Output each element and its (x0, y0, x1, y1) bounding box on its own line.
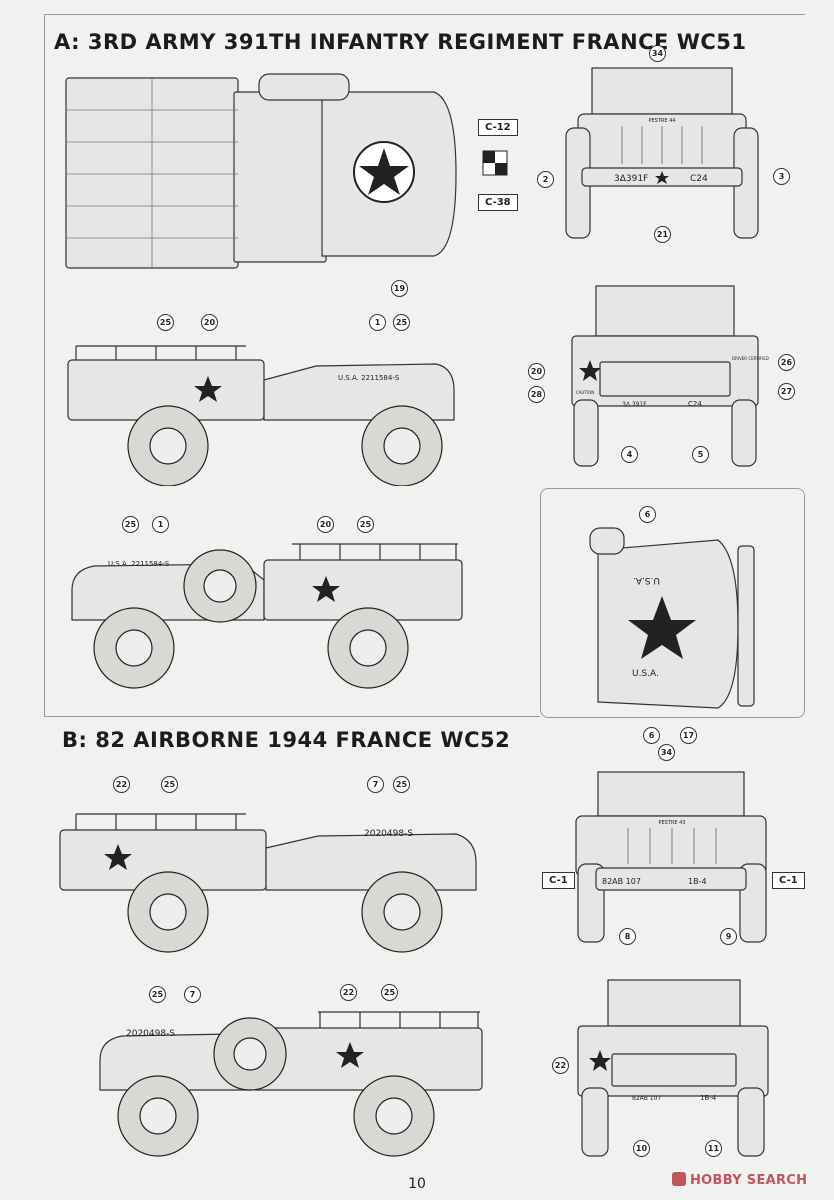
callout-5: 5 (692, 446, 709, 463)
callout-22: 22 (113, 776, 130, 793)
callout-25: 25 (393, 314, 410, 331)
scheme-a-rear-view: CAUTION DRIVER CERTIFIED 3Δ 391F C24 (571, 285, 769, 467)
scheme-a-left-side: U.S.A. 2211584-S (71, 543, 463, 689)
rear-a-bumper-left: 3Δ 391F (622, 401, 647, 408)
decal-tag-c38: C-38 (478, 194, 518, 211)
callout-10: 10 (633, 1140, 650, 1157)
callout-6: 6 (643, 727, 660, 744)
side-a-hood-text: U.S.A. 2211584-S (338, 374, 400, 382)
callout-25: 25 (157, 314, 174, 331)
front-a-grille-text: PESTRE 44 (649, 118, 676, 124)
callout-25: 25 (357, 516, 374, 533)
callout-11: 11 (705, 1140, 722, 1157)
scheme-a-frame (44, 14, 805, 717)
callout-26: 26 (778, 354, 795, 371)
callout-25: 25 (393, 776, 410, 793)
decal-tag-c1-right: C-1 (772, 872, 805, 889)
callout-25: 25 (161, 776, 178, 793)
callout-34: 34 (658, 744, 675, 761)
rear-a-panel-right: DRIVER CERTIFIED (732, 356, 769, 361)
scheme-b-frame (44, 716, 540, 717)
callout-2: 2 (537, 171, 554, 188)
page-number: 10 (408, 1176, 426, 1192)
hood-a-bottom-text: U.S.A. (632, 669, 659, 679)
watermark-logo-icon (672, 1172, 686, 1186)
callout-22: 22 (340, 984, 357, 1001)
decal-tag-c12: C-12 (478, 119, 518, 136)
scheme-b-rear-view: 82AB 107 1B-4 (577, 979, 769, 1157)
callout-21: 21 (654, 226, 671, 243)
callout-20: 20 (317, 516, 334, 533)
callout-28: 28 (528, 386, 545, 403)
decal-c12-insignia (482, 150, 508, 176)
front-b-grille-text: PESTRE 43 (659, 820, 686, 826)
scheme-a-heading: A: 3RD ARMY 391TH INFANTRY REGIMENT FRAN… (54, 30, 747, 54)
callout-25: 25 (381, 984, 398, 1001)
decal-tag-c1-left: C-1 (542, 872, 575, 889)
scheme-b-front-view: PESTRE 43 82AB 107 1B-4 (575, 771, 767, 943)
front-b-bumper-right: 1B-4 (688, 877, 707, 886)
callout-27: 27 (778, 383, 795, 400)
front-a-bumper-right: C24 (690, 174, 708, 184)
callout-7: 7 (367, 776, 384, 793)
callout-25: 25 (122, 516, 139, 533)
left-a-hood-text: U.S.A. 2211584-S (108, 560, 170, 568)
callout-22: 22 (552, 1057, 569, 1074)
scheme-b-right-side: 2020498-S (59, 813, 477, 953)
callout-4: 4 (621, 446, 638, 463)
callout-1: 1 (369, 314, 386, 331)
watermark: HOBBY SEARCH (672, 1172, 807, 1188)
callout-34: 34 (649, 45, 666, 62)
left-b-hood-text: 2020498-S (126, 1029, 175, 1039)
hood-a-top-text: U.S.A. (633, 575, 660, 585)
callout-9: 9 (720, 928, 737, 945)
rear-a-bumper-right: C24 (688, 400, 702, 408)
rear-b-bumper-right: 1B-4 (700, 1094, 717, 1102)
scheme-a-front-view: PESTRE 44 3Δ391F C24 (565, 67, 759, 239)
scheme-a-top-view (65, 73, 457, 269)
scheme-b-heading: B: 82 AIRBORNE 1944 FRANCE WC52 (62, 728, 511, 752)
callout-3: 3 (773, 168, 790, 185)
callout-6: 6 (639, 506, 656, 523)
scheme-a-hood-frame (540, 488, 805, 718)
callout-25: 25 (149, 986, 166, 1003)
scheme-b-left-side: 2020498-S (99, 1011, 483, 1157)
callout-20: 20 (528, 363, 545, 380)
callout-19: 19 (391, 280, 408, 297)
callout-20: 20 (201, 314, 218, 331)
rear-a-panel-left: CAUTION (576, 390, 594, 395)
rear-b-bumper-left: 82AB 107 (632, 1095, 661, 1102)
front-a-bumper-left: 3Δ391F (614, 174, 648, 184)
watermark-text: HOBBY SEARCH (690, 1173, 808, 1188)
callout-1: 1 (152, 516, 169, 533)
side-b-hood-text: 2020498-S (364, 829, 413, 839)
callout-7: 7 (184, 986, 201, 1003)
callout-8: 8 (619, 928, 636, 945)
callout-17: 17 (680, 727, 697, 744)
scheme-a-hood-view: U.S.A. U.S.A. (589, 527, 755, 709)
scheme-a-right-side: U.S.A. 2211584-S (67, 345, 455, 486)
front-b-bumper-left: 82AB 107 (602, 877, 641, 886)
